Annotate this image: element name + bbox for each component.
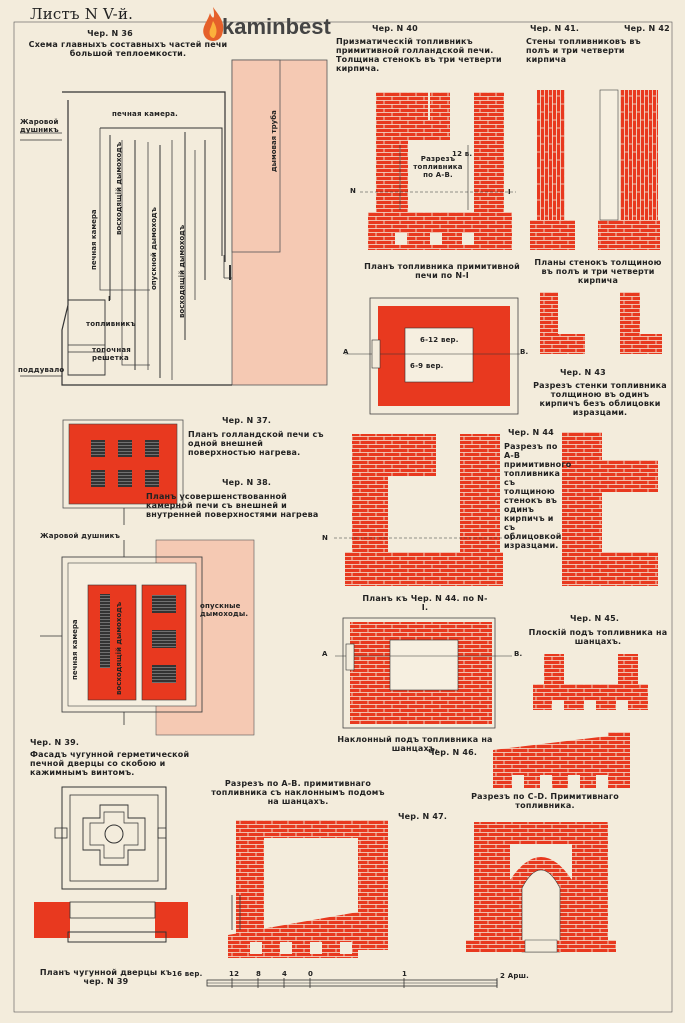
fig37-caption: Планъ голландской печи съ одной внешней … [188, 430, 324, 457]
scale-right-label: 2 Арш. [500, 972, 530, 980]
fig44-section [334, 432, 658, 586]
fig41-number: Чер. N 41. [530, 24, 580, 33]
fig47-number: Чер. N 47. [398, 812, 448, 821]
scale-left-label: 16 вер. [172, 970, 203, 978]
scale-bar [206, 978, 498, 988]
fig38-label-voskh: восходящій дымоходъ [115, 601, 123, 695]
fig39-caption: Фасадъ чугунной герметической печной две… [30, 750, 190, 777]
fig36-label-kamera-top: печная камера. [112, 110, 179, 118]
plan-primitive [345, 290, 520, 415]
fig44-mark-n: N [322, 534, 329, 542]
fig38-label-pechnaya: печная камера [71, 619, 79, 680]
fig40-dim: 12 в. [452, 150, 473, 158]
fig39-number: Чер. N 39. [30, 738, 80, 747]
fig42-number: Чер. N 42 [624, 24, 670, 33]
scale-tick-2: 4 [282, 970, 288, 978]
fig46-inclined-floor [493, 732, 630, 788]
fig44-mark-i: I [510, 534, 513, 542]
fig47-razrez-cd: Разрезъ по C-D. Примитивнаго топливника. [471, 792, 619, 810]
fig36-schematic [20, 59, 328, 386]
fig43-caption: Разрезъ стенки топливника толщиною въ од… [533, 381, 667, 417]
plan-prim-b: B. [520, 348, 529, 356]
fig40-razrez: Разрезъ топливника по A-B. [413, 155, 463, 179]
plan-prim-dim2: 6-9 вер. [410, 362, 444, 370]
plan-prim-dim1: 6-12 вер. [420, 336, 459, 344]
fig38-label-zharovoy: Жаровой душникъ [40, 532, 121, 540]
sheet-title: Листъ N V-й. [30, 5, 134, 23]
fig46-caption: Наклонный подъ топливника на шанцахъ. [337, 735, 493, 753]
fig44-number: Чер. N 44 [508, 428, 554, 437]
fig44-caption: Разрезъ по A-B примитивного топливника с… [504, 442, 572, 550]
fig40-section [360, 92, 516, 250]
fig36-label-toplivnik: топливникъ [86, 320, 136, 328]
fig40-mark-n: N [350, 187, 357, 195]
scale-tick-4: 1 [402, 970, 408, 978]
plans-walls-caption: Планы стенокъ толщиною въ полъ и три чет… [534, 258, 662, 285]
watermark-text: kaminbest [222, 14, 331, 39]
fig45-number: Чер. N 45. [570, 614, 620, 623]
flame-logo-icon [203, 7, 224, 41]
plan44 [335, 617, 512, 729]
fig43-number: Чер. N 43 [560, 368, 606, 377]
fig38-plan [40, 539, 255, 736]
fig40-number: Чер. N 40 [372, 24, 418, 33]
fig47-razrez-ab: Разрезъ по A-B. примитивнаго топливника … [211, 779, 385, 806]
fig41-42-walls [530, 89, 660, 250]
fig39-door [34, 786, 188, 943]
fig38-label-opusk: опускные дымоходы. [200, 602, 249, 618]
fig40-caption: Призматическій топливникъ примитивной го… [336, 37, 502, 73]
plan-prim-a: A [343, 348, 349, 356]
fig39-plan-caption: Планъ чугунной дверцы къ чер. N 39 [39, 968, 173, 986]
fig36-label-voskh1: восходящій дымоходъ [115, 141, 123, 235]
fig37-plan [62, 419, 184, 525]
sheet-border [13, 21, 673, 1013]
fig45-flat-floor [533, 654, 648, 710]
plan44-caption: Планъ къ Чер. N 44. по N-I. [362, 594, 488, 612]
fig47-section-cd [466, 822, 616, 953]
scale-tick-3: 0 [308, 970, 314, 978]
fig36-label-zharovoy: Жаровой душникъ [20, 118, 59, 134]
fig47-section-ab [228, 820, 388, 958]
fig37-number: Чер. N 37. [222, 416, 272, 425]
fig36-label-kamera-side: печная камера [90, 209, 98, 270]
fig45-caption: Плоскій подъ топливника на шанцахъ. [528, 628, 668, 646]
fig46-number: Чер. N 46. [428, 748, 478, 757]
fig36-caption: Схема главныхъ составныхъ частей печи бо… [28, 40, 228, 58]
plan44-a: A [322, 650, 328, 658]
fig38-caption: Планъ усовершенствованной камерной печи … [146, 492, 319, 519]
plan44-b: B. [514, 650, 523, 658]
fig36-label-poddyvalo: поддувало [18, 366, 65, 374]
scale-tick-1: 8 [256, 970, 262, 978]
fig41-caption: Стены топливниковъ въ полъ и три четверт… [526, 37, 641, 64]
fig38-number: Чер. N 38. [222, 478, 272, 487]
fig36-label-truba: дымовая труба [270, 110, 278, 172]
fig36-label-voskh2: восходящій дымоходъ [178, 224, 186, 318]
fig36-number: Чер. N 36 [87, 29, 133, 38]
wall-plans [540, 292, 662, 354]
plan-prim-caption: Планъ топливника примитивной печи по N-I [364, 262, 520, 280]
fig36-label-reshetka: топочная решетка [92, 346, 131, 362]
fig36-mark-i: I [108, 295, 111, 303]
fig40-mark-i: I [508, 188, 511, 196]
scale-tick-0: 12 [229, 970, 240, 978]
fig36-label-opusk: опускной дымоходъ [150, 207, 158, 290]
